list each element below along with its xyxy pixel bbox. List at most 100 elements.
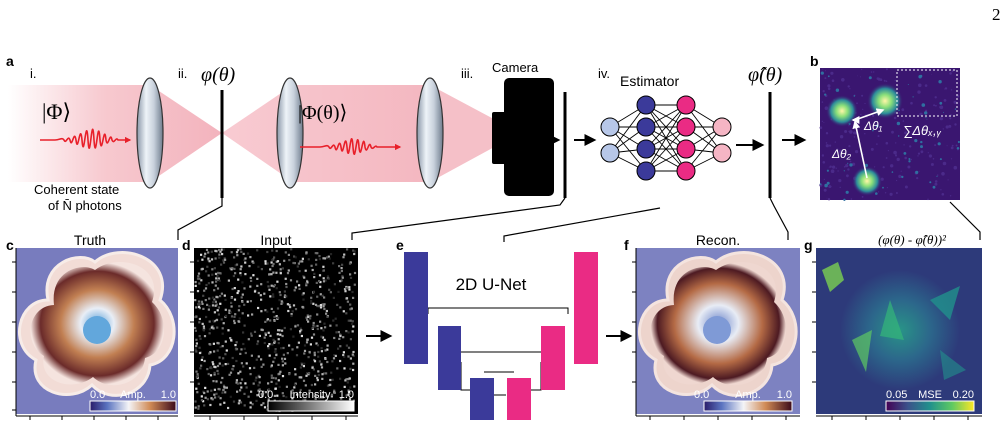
noise-pixel	[293, 262, 296, 265]
noise-pixel	[268, 343, 271, 346]
noise-pixel	[239, 382, 242, 385]
speckle-dot	[937, 142, 941, 146]
truth-colorbar-min: 0.0	[90, 389, 105, 401]
speckle-dot	[942, 161, 947, 166]
noise-pixel	[283, 357, 287, 360]
speckle-dot	[821, 120, 824, 123]
noise-pixel	[289, 328, 292, 331]
noise-pixel	[352, 249, 355, 252]
noise-pixel	[208, 297, 211, 300]
speckle-dot	[937, 174, 939, 176]
noise-pixel	[271, 258, 274, 261]
noise-pixel	[205, 248, 209, 251]
noise-pixel	[291, 389, 294, 392]
noise-pixel	[258, 381, 261, 384]
noise-pixel	[313, 354, 316, 357]
speckle-dot	[878, 191, 880, 193]
noise-pixel	[214, 396, 217, 399]
noise-pixel	[273, 315, 276, 319]
noise-pixel	[333, 354, 336, 357]
noise-pixel	[285, 385, 288, 388]
noise-pixel	[314, 252, 317, 255]
noise-pixel	[347, 319, 350, 322]
speckle-dot	[845, 164, 849, 168]
noise-pixel	[227, 362, 230, 365]
noise-pixel	[194, 299, 197, 302]
noise-pixel	[213, 371, 216, 374]
speckle-dot	[849, 88, 851, 90]
noise-pixel	[246, 252, 250, 255]
noise-pixel	[205, 270, 208, 273]
speckle-dot	[876, 143, 878, 145]
noise-pixel	[200, 358, 203, 361]
noise-pixel	[299, 330, 302, 333]
noise-pixel	[291, 397, 294, 400]
speckle-dot	[942, 128, 944, 130]
noise-pixel	[283, 295, 286, 299]
noise-pixel	[347, 390, 351, 394]
noise-pixel	[275, 271, 278, 274]
noise-pixel	[208, 320, 211, 323]
noise-pixel	[215, 392, 218, 395]
noise-pixel	[316, 324, 319, 328]
noise-pixel	[211, 273, 214, 276]
noise-pixel	[233, 287, 236, 290]
stage-label-iii: iii.	[461, 66, 473, 81]
noise-pixel	[218, 272, 221, 275]
noise-pixel	[221, 345, 224, 348]
noise-pixel	[207, 372, 210, 376]
noise-pixel	[331, 378, 334, 381]
noise-pixel	[308, 350, 311, 354]
noise-pixel	[206, 265, 209, 268]
lens-1	[136, 77, 164, 189]
noise-pixel	[195, 370, 198, 373]
noise-pixel	[291, 310, 294, 313]
noise-pixel	[239, 268, 242, 271]
noise-pixel	[195, 342, 198, 345]
speckle-dot	[895, 142, 897, 144]
speckle-dot	[830, 71, 834, 75]
noise-pixel	[298, 287, 301, 290]
noise-pixel	[329, 253, 333, 256]
noise-pixel	[274, 377, 277, 380]
speckle-dot	[853, 136, 856, 138]
speckle-dot	[902, 120, 905, 122]
noise-pixel	[316, 376, 319, 380]
noise-pixel	[201, 356, 204, 359]
speckle-dot	[846, 174, 849, 178]
noise-pixel	[237, 402, 240, 405]
speckle-dot	[918, 83, 922, 88]
noise-pixel	[257, 374, 260, 377]
noise-pixel	[316, 304, 319, 308]
speckle-dot	[861, 94, 864, 97]
noise-pixel	[222, 248, 225, 251]
noise-pixel	[268, 288, 271, 291]
noise-pixel	[198, 282, 201, 285]
noise-pixel	[195, 375, 198, 378]
speckle-dot	[844, 130, 848, 133]
speckle-dot	[930, 74, 932, 75]
noise-pixel	[314, 303, 318, 306]
noise-pixel	[337, 331, 340, 334]
noise-pixel	[235, 341, 238, 344]
noise-pixel	[232, 400, 236, 403]
noise-pixel	[263, 336, 266, 339]
noise-pixel	[260, 403, 263, 407]
noise-pixel	[243, 324, 246, 327]
noise-pixel	[343, 288, 347, 291]
noise-pixel	[202, 307, 205, 310]
speckle-dot	[848, 145, 851, 148]
noise-pixel	[305, 341, 309, 344]
noise-pixel	[270, 376, 273, 379]
noise-pixel	[330, 371, 333, 374]
speckle-dot	[944, 88, 945, 90]
noise-pixel	[217, 342, 220, 345]
noise-pixel	[240, 348, 243, 351]
input-image	[194, 248, 358, 414]
noise-pixel	[282, 353, 285, 356]
noise-pixel	[342, 351, 345, 354]
noise-pixel	[314, 374, 317, 377]
noise-pixel	[213, 388, 216, 391]
speckle-dot	[896, 157, 900, 162]
noise-pixel	[202, 325, 205, 328]
